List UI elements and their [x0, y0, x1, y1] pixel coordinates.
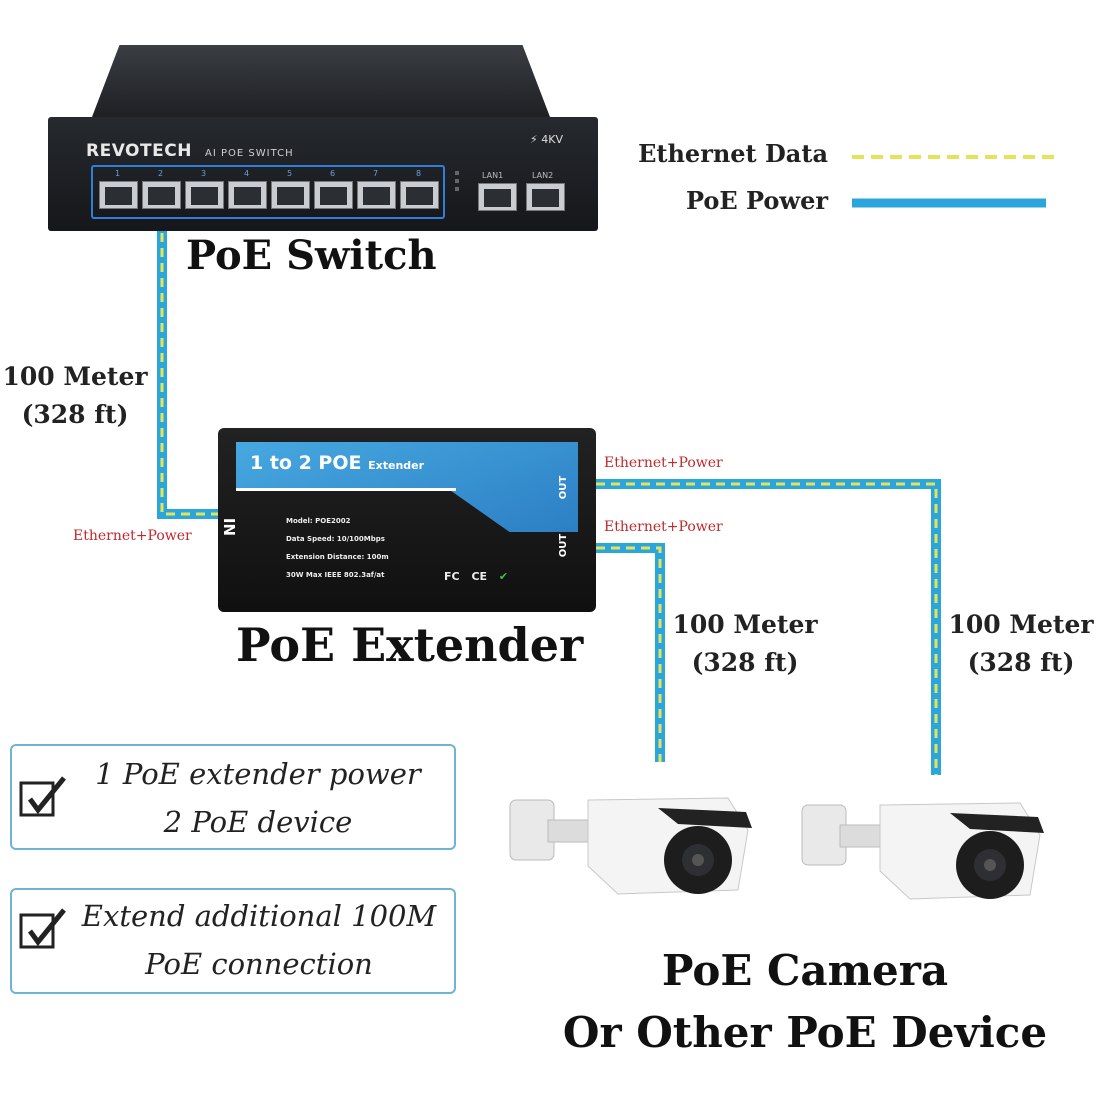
switch-brand: REVOTECH: [86, 141, 192, 161]
switch-model-tag: AI POE SWITCH: [205, 148, 294, 159]
port-number: 4: [244, 169, 250, 178]
distance-switch-extender: 100 Meter (328 ft): [0, 358, 150, 434]
ce-mark: CE: [471, 570, 488, 583]
feature-box-2: Extend additional 100M PoE connection: [10, 888, 456, 994]
switch-front-panel: REVOTECH AI POE SWITCH ⚡ 4KV 1 2 3 4 5 6 7 8 LA…: [48, 117, 598, 231]
port-number: 7: [373, 169, 379, 178]
cable-out1-to-camera-right: [596, 479, 941, 775]
link-label-in: Ethernet+Power: [73, 528, 192, 544]
port-number: 2: [158, 169, 164, 178]
uplink-label-1: LAN1: [482, 171, 504, 180]
spec-power: 30W Max IEEE 802.3af/at: [286, 571, 385, 579]
cable-out2-to-camera-left: [596, 543, 665, 762]
device-title: PoE Camera Or Other PoE Device: [540, 940, 1070, 1064]
certification-marks: FC CE ✔: [444, 570, 508, 583]
distance-meters: 100 Meter: [672, 610, 818, 639]
distance-meters: 100 Meter: [948, 610, 1094, 639]
checkbox-checked-icon: [19, 776, 66, 817]
poe-camera-left: [509, 797, 752, 895]
extender-out-label-2: OUT: [558, 533, 570, 558]
switch-top-cover: [92, 45, 550, 117]
device-title-line2: Or Other PoE Device: [562, 1008, 1048, 1057]
legend-ethernet-label: Ethernet Data: [638, 139, 828, 168]
feature-2-line1: Extend additional 100M: [81, 899, 437, 933]
distance-out1: 100 Meter (328 ft): [946, 606, 1096, 682]
uplink-port-2: [526, 183, 565, 211]
checkbox-checked-icon: [19, 908, 66, 949]
port-number: 8: [416, 169, 422, 178]
poe-port-3: [185, 181, 224, 209]
poe-switch: REVOTECH AI POE SWITCH ⚡ 4KV 1 2 3 4 5 6 7 8 LA…: [48, 45, 598, 231]
extender-banner-rule: [236, 488, 456, 491]
extender-out-label-1: OUT: [558, 475, 570, 500]
spec-model: Model: POE2002: [286, 517, 351, 525]
link-label-out1: Ethernet+Power: [604, 455, 723, 471]
fc-mark: FC: [444, 570, 460, 583]
switch-surge-rating: 4KV: [541, 133, 563, 146]
extender-title: PoE Extender: [236, 618, 584, 672]
port-number: 6: [330, 169, 336, 178]
extender-spec-list: Model: POE2002 Data Speed: 10/100Mbps Ex…: [286, 512, 486, 584]
status-leds: [446, 167, 468, 207]
extender-banner-sub: Extender: [368, 459, 425, 472]
cable-switch-to-extender: [157, 218, 218, 519]
poe-port-8: [400, 181, 439, 209]
extender-in-label: IN: [220, 517, 239, 537]
poe-port-6: [314, 181, 353, 209]
poe-port-2: [142, 181, 181, 209]
surge-icon: ⚡: [530, 133, 538, 146]
spec-distance: Extension Distance: 100m: [286, 553, 389, 561]
extender-banner-title: 1 to 2 POE: [250, 452, 362, 474]
poe-port-5: [271, 181, 310, 209]
distance-feet: (328 ft): [691, 648, 799, 677]
distance-meters: 100 Meter: [2, 362, 148, 391]
poe-extender: 1 to 2 POE Extender IN Model: POE2002 Da…: [218, 428, 596, 612]
feature-1-line1: 1 PoE extender power: [95, 757, 421, 791]
port-number: 3: [201, 169, 207, 178]
feature-1-line2: 2 PoE device: [163, 805, 353, 839]
distance-feet: (328 ft): [967, 648, 1075, 677]
poe-port-4: [228, 181, 267, 209]
port-number: 5: [287, 169, 293, 178]
port-number: 1: [115, 169, 121, 178]
poe-port-7: [357, 181, 396, 209]
link-label-out2: Ethernet+Power: [604, 519, 723, 535]
extender-banner: 1 to 2 POE Extender: [236, 442, 578, 532]
feature-box-1: 1 PoE extender power 2 PoE device: [10, 744, 456, 850]
spec-speed: Data Speed: 10/100Mbps: [286, 535, 385, 543]
poe-camera-right: [801, 802, 1044, 900]
distance-out2: 100 Meter (328 ft): [670, 606, 820, 682]
feature-2-line2: PoE connection: [145, 947, 373, 981]
legend-poe-label: PoE Power: [685, 186, 828, 215]
rohs-check-icon: ✔: [498, 570, 509, 583]
distance-feet: (328 ft): [21, 400, 129, 429]
poe-port-group: 1 2 3 4 5 6 7 8: [91, 165, 445, 219]
device-title-line1: PoE Camera: [661, 946, 949, 995]
uplink-label-2: LAN2: [532, 171, 554, 180]
poe-port-1: [99, 181, 138, 209]
uplink-port-group: LAN1 LAN2: [474, 171, 574, 213]
uplink-port-1: [478, 183, 517, 211]
switch-title: PoE Switch: [186, 232, 437, 279]
